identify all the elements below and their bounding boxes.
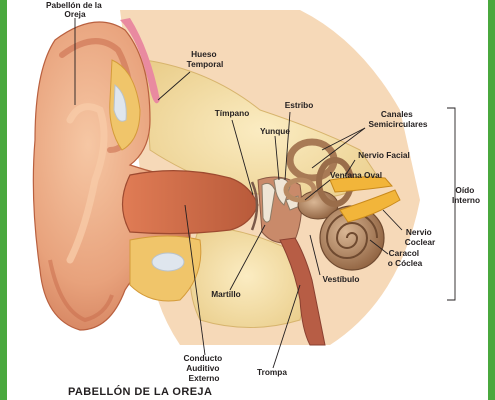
label-ventana-oval: Ventana Oval [330, 170, 382, 180]
cochlear-nerve [339, 189, 401, 223]
eardrum [250, 181, 259, 231]
label-nervio-facial: Nervio Facial [358, 150, 410, 160]
facial-nerve [329, 176, 393, 193]
ear-canal [121, 170, 259, 235]
label-estribo: Estribo [285, 100, 314, 110]
malleus [261, 182, 276, 223]
label-nervio-coclear: Nervio Coclear [405, 227, 436, 247]
antihelix [66, 103, 108, 264]
label-yunque: Yunque [260, 126, 290, 136]
eustachian-tube [279, 237, 326, 346]
label-timpano: Tímpano [215, 108, 250, 118]
cartilage-inner [113, 84, 127, 122]
skin-strip [120, 18, 160, 104]
label-trompa: Trompa [257, 367, 287, 377]
cochlea-spiral [325, 212, 378, 259]
leader-lines [74, 18, 456, 369]
label-canales: Canales Semicirculares [368, 109, 427, 129]
label-vestibulo: Vestíbulo [323, 274, 360, 284]
caption-title: PABELLÓN DE LA OREJA [68, 386, 213, 398]
label-caracol: Caracol o Cóclea [388, 248, 423, 268]
label-pabellon: Pabellón de la Oreja [46, 0, 104, 19]
earlobe-shade [48, 259, 114, 323]
label-conducto: Conducto Auditivo Externo [183, 353, 224, 383]
label-oido-interno: Oído Interno [452, 185, 480, 205]
lower-bone [189, 224, 304, 328]
label-martillo: Martillo [211, 289, 241, 299]
semicircular-canal-c [283, 177, 317, 203]
cartilage-lower-inner [151, 252, 185, 272]
label-hueso-temporal: Hueso Temporal [187, 49, 224, 69]
